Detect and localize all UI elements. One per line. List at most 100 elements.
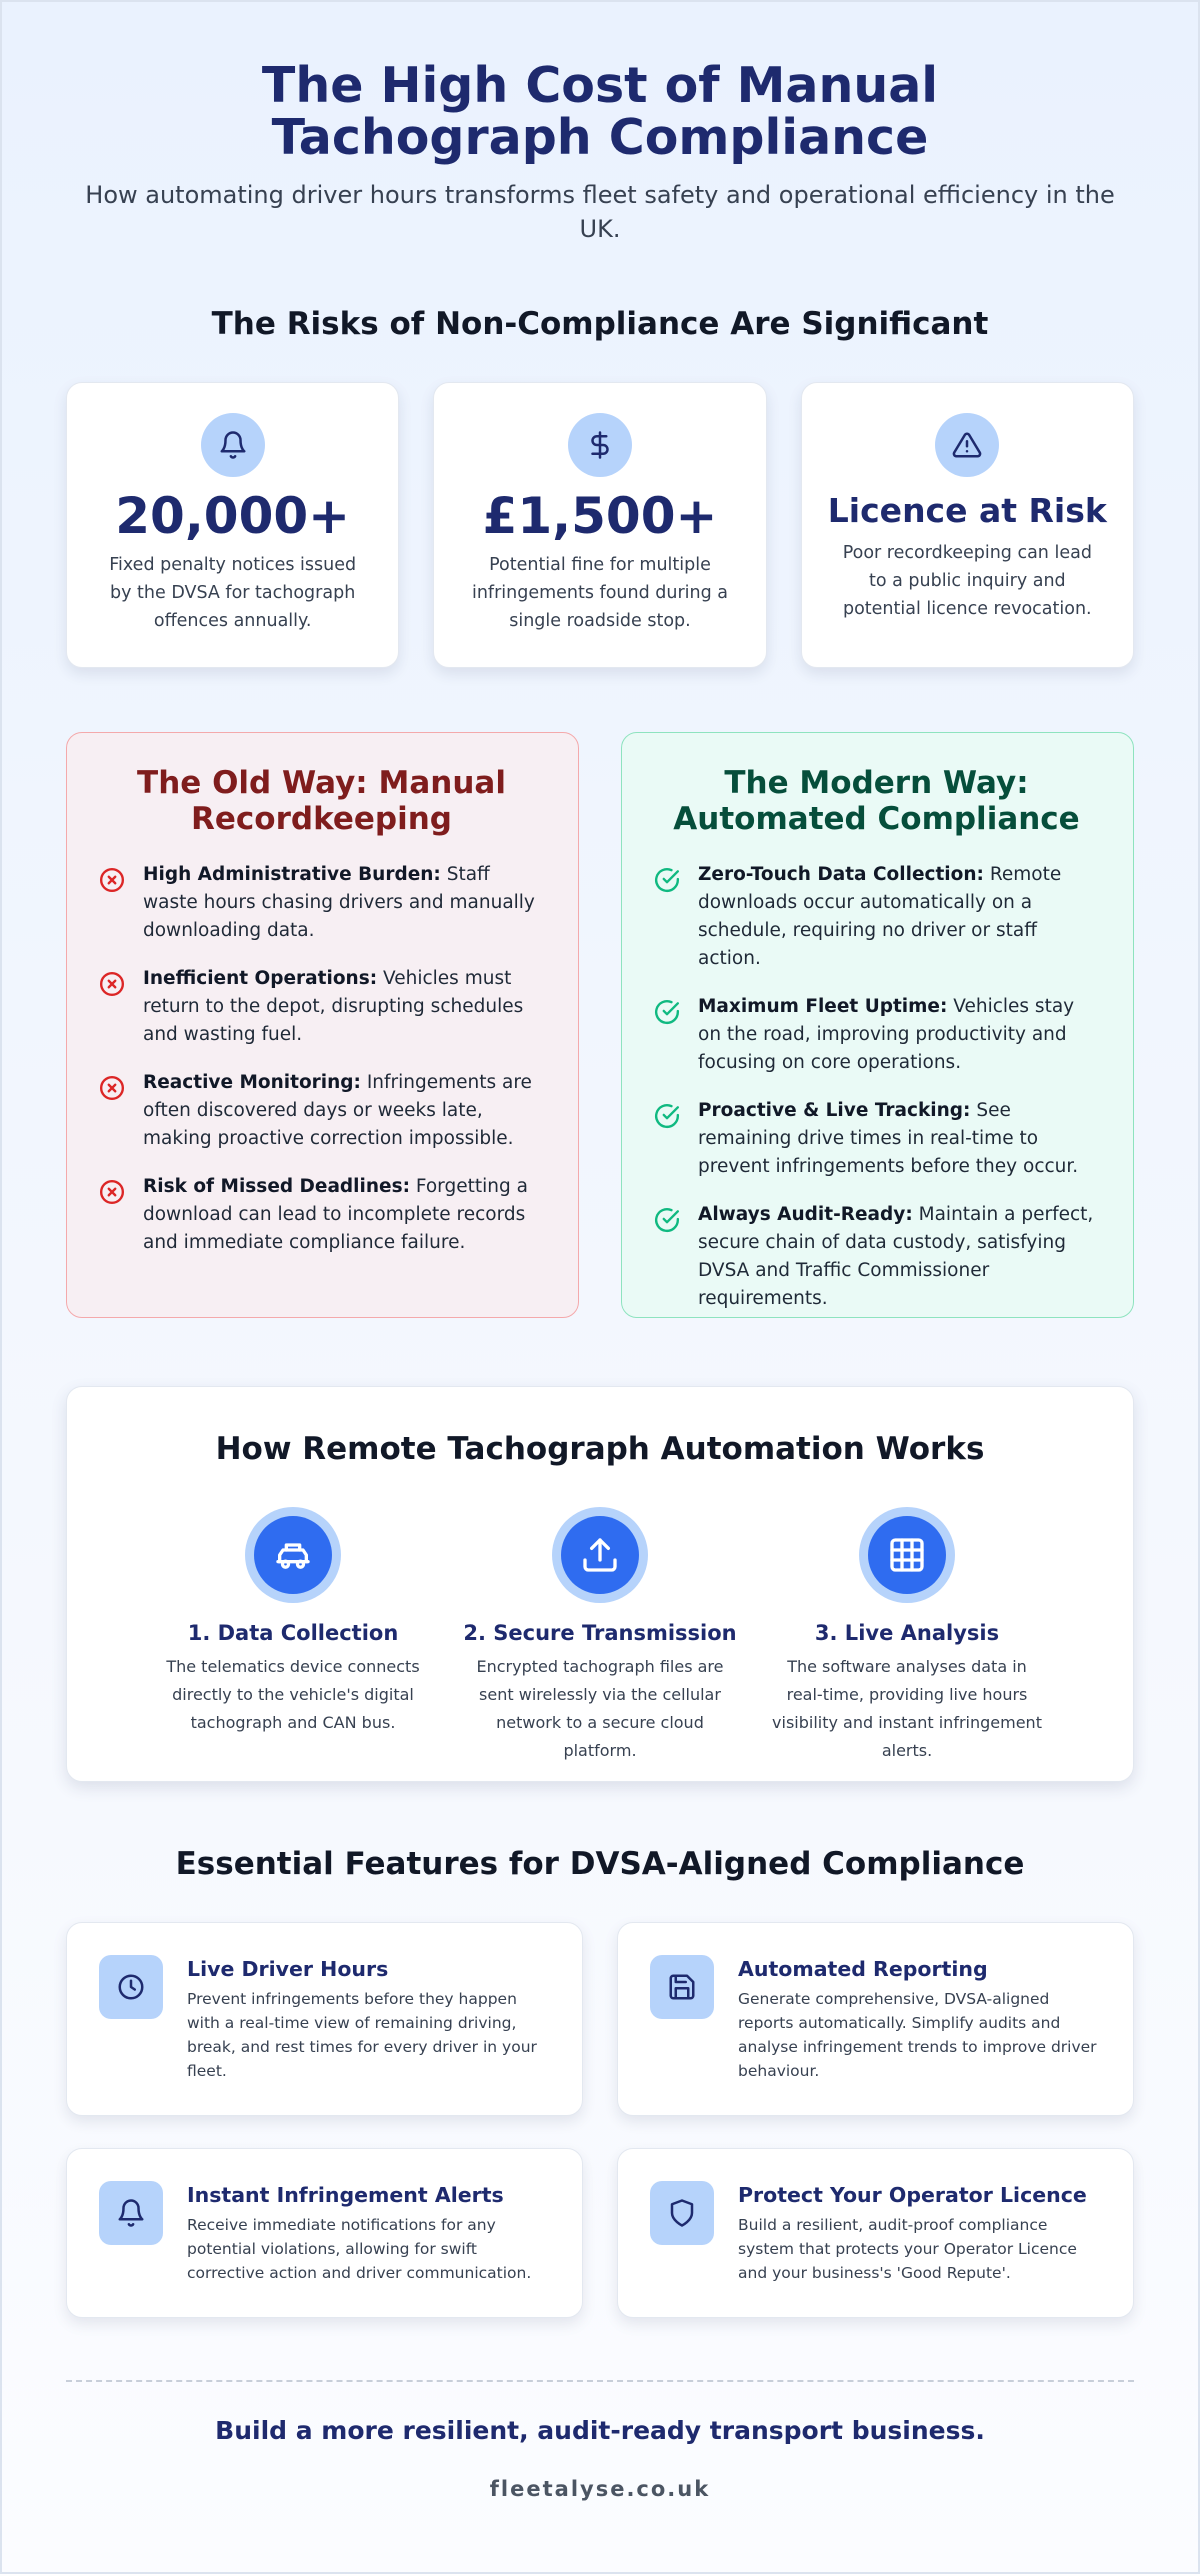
risk-card-licence: Licence at Risk Poor recordkeeping can l… (800, 382, 1134, 668)
step-title: 3. Live Analysis (814, 1621, 1000, 1645)
footer-cta: Build a more resilient, audit-ready tran… (215, 2416, 985, 2445)
step-icon-ring (245, 1507, 341, 1603)
list-item-heading: Maximum Fleet Uptime: (698, 996, 948, 1017)
step-data-collection: 1. Data Collection The telematics device… (140, 1507, 447, 1765)
list-item-heading: Zero-Touch Data Collection: (698, 864, 984, 885)
step-description: Encrypted tachograph files are sent wire… (476, 1657, 724, 1760)
old-way-title: The Old Way: Manual Recordkeeping (137, 765, 506, 837)
list-item-body: Remote downloads occur automatically on … (698, 864, 1062, 969)
feature-title: Automated Reporting (738, 1957, 988, 1981)
list-item-heading: Inefficient Operations: (143, 968, 378, 989)
step-description: The telematics device connects directly … (166, 1657, 420, 1732)
list-item-heading: Proactive & Live Tracking: (698, 1100, 971, 1121)
list-item-body: Maintain a perfect, secure chain of data… (698, 1204, 1094, 1309)
risk-card-penalties: 20,000+ Fixed penalty notices issued by … (66, 382, 400, 668)
comparison-section: The Old Way: Manual Recordkeeping High A… (66, 732, 1134, 1318)
list-item-body: Forgetting a download can lead to incomp… (143, 1176, 528, 1253)
clock-icon (99, 1955, 163, 2019)
list-item: Proactive & Live Tracking: See remaining… (654, 1097, 1099, 1181)
risk-description: Fixed penalty notices issued by the DVSA… (109, 555, 357, 631)
x-circle-icon (99, 1173, 143, 1257)
risk-cards: 20,000+ Fixed penalty notices issued by … (66, 382, 1134, 668)
bell-icon (99, 2181, 163, 2245)
list-item: Inefficient Operations: Vehicles must re… (99, 965, 544, 1049)
step-icon-ring (859, 1507, 955, 1603)
new-way-title: The Modern Way: Automated Compliance (673, 765, 1080, 837)
risks-section-title: The Risks of Non-Compliance Are Signific… (211, 306, 989, 342)
list-item: Zero-Touch Data Collection: Remote downl… (654, 861, 1099, 973)
list-item: Maximum Fleet Uptime: Vehicles stay on t… (654, 993, 1099, 1077)
risk-description: Poor recordkeeping can lead to a public … (842, 543, 1092, 619)
list-item-text: High Administrative Burden: Staff waste … (143, 861, 544, 945)
list-item-body: See remaining drive times in real-time t… (698, 1100, 1079, 1177)
upload-icon (561, 1516, 639, 1594)
warning-icon (935, 413, 1000, 477)
footer-brand: fleetalyse.co.uk (489, 2477, 711, 2501)
list-item: High Administrative Burden: Staff waste … (99, 861, 544, 945)
step-description: The software analyses data in real-time,… (772, 1657, 1042, 1760)
check-circle-icon (654, 1201, 698, 1313)
features-section-title: Essential Features for DVSA-Aligned Comp… (175, 1846, 1025, 1882)
feature-description: Receive immediate notifications for any … (187, 2216, 532, 2282)
feature-card-live-driver-hours: Live Driver Hours Prevent infringements … (66, 1922, 583, 2116)
page-subtitle: How automating driver hours transforms f… (85, 181, 1115, 243)
list-item-heading: Risk of Missed Deadlines: (143, 1176, 410, 1197)
feature-title: Live Driver Hours (187, 1957, 389, 1981)
check-circle-icon (654, 861, 698, 973)
dollar-icon (567, 413, 632, 477)
feature-body: Instant Infringement Alerts Receive imme… (187, 2181, 552, 2317)
risk-value: £1,500+ (482, 487, 718, 545)
list-item-text: Risk of Missed Deadlines: Forgetting a d… (143, 1173, 544, 1257)
list-item-heading: High Administrative Burden: (143, 864, 441, 885)
list-item-text: Zero-Touch Data Collection: Remote downl… (698, 861, 1099, 973)
feature-body: Automated Reporting Generate comprehensi… (738, 1955, 1103, 2115)
feature-description: Build a resilient, audit-proof complianc… (738, 2216, 1077, 2282)
feature-body: Protect Your Operator Licence Build a re… (738, 2181, 1103, 2317)
list-item-text: Proactive & Live Tracking: See remaining… (698, 1097, 1099, 1181)
list-item-text: Maximum Fleet Uptime: Vehicles stay on t… (698, 993, 1099, 1077)
how-it-works-title: How Remote Tachograph Automation Works (215, 1431, 985, 1467)
old-way-list: High Administrative Burden: Staff waste … (99, 861, 544, 1257)
feature-card-protect-licence: Protect Your Operator Licence Build a re… (617, 2148, 1134, 2318)
x-circle-icon (99, 965, 143, 1049)
footer-divider (66, 2380, 1134, 2382)
step-title: 1. Data Collection (187, 1621, 399, 1645)
risk-description: Potential fine for multiple infringement… (471, 555, 729, 631)
new-way-card: The Modern Way: Automated Compliance Zer… (621, 732, 1134, 1318)
list-item-text: Always Audit-Ready: Maintain a perfect, … (698, 1201, 1099, 1313)
shield-icon (650, 2181, 714, 2245)
feature-card-automated-reporting: Automated Reporting Generate comprehensi… (617, 1922, 1134, 2116)
step-title: 2. Secure Transmission (463, 1621, 737, 1645)
feature-description: Prevent infringements before they happen… (187, 1990, 537, 2080)
page-title: The High Cost of Manual Tachograph Compl… (261, 57, 939, 166)
step-secure-transmission: 2. Secure Transmission Encrypted tachogr… (447, 1507, 754, 1765)
save-icon (650, 1955, 714, 2019)
step-icon-ring (552, 1507, 648, 1603)
bell-icon (200, 413, 265, 477)
check-circle-icon (654, 1097, 698, 1181)
risk-card-fine: £1,500+ Potential fine for multiple infr… (433, 382, 767, 668)
step-live-analysis: 3. Live Analysis The software analyses d… (754, 1507, 1061, 1765)
list-item-text: Inefficient Operations: Vehicles must re… (143, 965, 544, 1049)
check-circle-icon (654, 993, 698, 1077)
list-item-body: Staff waste hours chasing drivers and ma… (143, 864, 535, 941)
steps-row: 1. Data Collection The telematics device… (67, 1507, 1133, 1765)
old-way-card: The Old Way: Manual Recordkeeping High A… (66, 732, 579, 1318)
how-it-works-card: How Remote Tachograph Automation Works 1… (66, 1386, 1134, 1782)
feature-card-instant-alerts: Instant Infringement Alerts Receive imme… (66, 2148, 583, 2318)
list-item-body: Infringements are often discovered days … (143, 1072, 532, 1149)
feature-body: Live Driver Hours Prevent infringements … (187, 1955, 552, 2115)
new-way-list: Zero-Touch Data Collection: Remote downl… (654, 861, 1099, 1313)
list-item-heading: Always Audit-Ready: (698, 1204, 913, 1225)
feature-description: Generate comprehensive, DVSA-aligned rep… (738, 1990, 1097, 2080)
list-item-body: Vehicles must return to the depot, disru… (143, 968, 524, 1045)
feature-title: Protect Your Operator Licence (738, 2183, 1087, 2207)
list-item: Risk of Missed Deadlines: Forgetting a d… (99, 1173, 544, 1257)
risk-value: Licence at Risk (827, 491, 1107, 530)
list-item: Always Audit-Ready: Maintain a perfect, … (654, 1201, 1099, 1313)
x-circle-icon (99, 1069, 143, 1153)
list-item-text: Reactive Monitoring: Infringements are o… (143, 1069, 544, 1153)
features-grid: Live Driver Hours Prevent infringements … (66, 1922, 1134, 2318)
risk-value: 20,000+ (115, 487, 351, 545)
